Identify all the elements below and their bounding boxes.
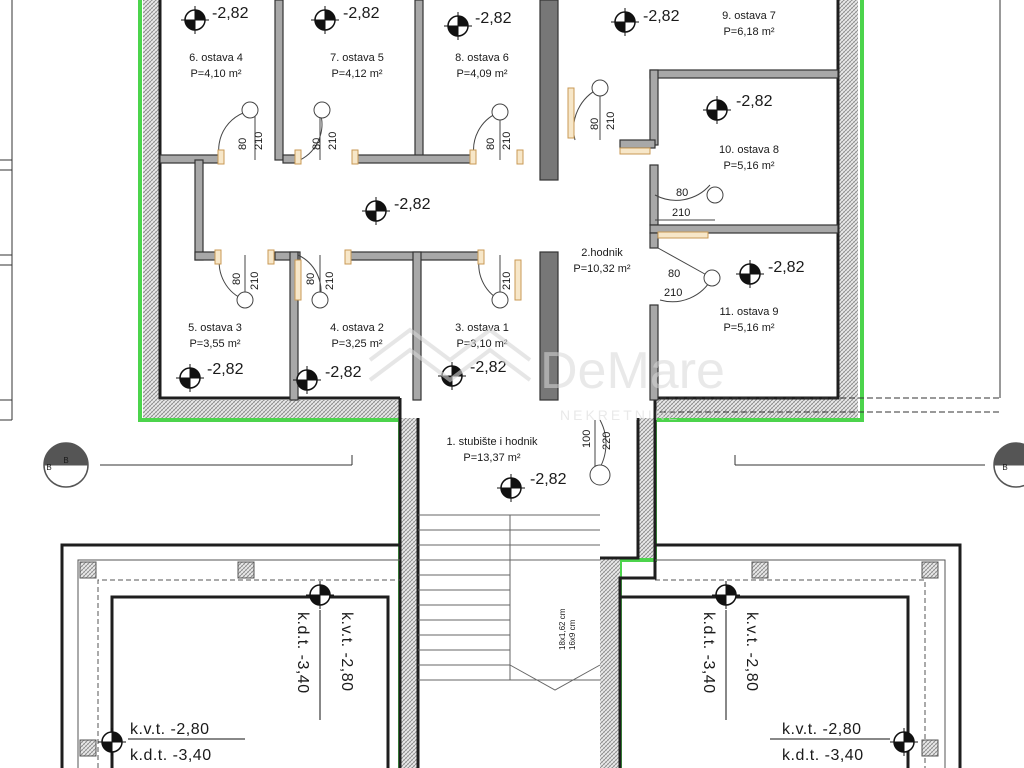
elevation-kdt: k.d.t. -3,40 — [782, 747, 864, 764]
level-marker-icon — [712, 581, 740, 609]
door-width-label: 80 — [668, 268, 680, 280]
door-height-label: 210 — [664, 287, 682, 299]
elevation-kvt: k.v.t. -2,80 — [743, 612, 760, 692]
level-marker-icon — [611, 8, 639, 36]
door-height-label: 210 — [324, 272, 336, 290]
level-markers — [176, 6, 764, 502]
door-height-label: 210 — [501, 272, 513, 290]
room-area: P=5,16 m² — [723, 322, 774, 334]
level-marker-icon — [703, 96, 731, 124]
room-name: 4. ostava 2 — [330, 322, 384, 334]
level-marker-icon — [362, 197, 390, 225]
room-name: 11. ostava 9 — [719, 306, 778, 318]
level-marker-icon — [306, 581, 334, 609]
watermark-subtitle: NEKRETNINE — [560, 407, 680, 423]
staircase — [418, 514, 601, 691]
room-name: 1. stubište i hodnik — [446, 436, 538, 448]
room-area: P=4,09 m² — [456, 68, 507, 80]
level-marker-icon — [176, 364, 204, 392]
room-area: P=4,12 m² — [331, 68, 382, 80]
level-marker-icon — [98, 728, 126, 756]
room-area: P=4,10 m² — [190, 68, 241, 80]
level-value: -2,82 — [325, 364, 362, 381]
door-width-label: 80 — [589, 118, 601, 130]
room-area: P=3,25 m² — [331, 338, 382, 350]
section-marker-label: B — [1002, 463, 1007, 472]
watermark-logo-icon — [368, 327, 532, 383]
room-area: P=5,16 m² — [723, 160, 774, 172]
elevation-kdt: k.d.t. -3,40 — [700, 612, 717, 694]
level-value: -2,82 — [212, 5, 249, 22]
stair-spec: 16x9 cm — [568, 619, 577, 650]
room-name: 9. ostava 7 — [722, 10, 776, 22]
level-value: -2,82 — [470, 359, 507, 376]
room-name: 6. ostava 4 — [189, 52, 243, 64]
elevation-markers — [98, 581, 918, 756]
door-height-label: 210 — [327, 132, 339, 150]
door-hinge-circles — [236, 79, 724, 486]
elevation-kdt: k.d.t. -3,40 — [294, 612, 311, 694]
room-area: P=6,18 m² — [723, 26, 774, 38]
section-marker-left — [43, 442, 89, 488]
elevation-kdt: k.d.t. -3,40 — [130, 747, 212, 764]
room-name: 10. ostava 8 — [719, 144, 779, 156]
interior-walls — [159, 0, 839, 401]
section-lines — [0, 0, 1001, 466]
level-marker-icon — [736, 260, 764, 288]
level-value: -2,82 — [207, 361, 244, 378]
room-name: 8. ostava 6 — [455, 52, 509, 64]
level-values: -2,82 -2,82 -2,82 -2,82 -2,82 -2,82 -2,8… — [207, 5, 805, 488]
door-height-label: 220 — [601, 432, 613, 450]
room-labels: 6. ostava 4 P=4,10 m² 7. ostava 5 P=4,12… — [188, 10, 779, 464]
stair-spec: 18x1,62 cm — [558, 608, 567, 650]
door-width-label: 80 — [485, 138, 497, 150]
room-name: 5. ostava 3 — [188, 322, 242, 334]
door-height-label: 210 — [249, 272, 261, 290]
room-area: P=3,55 m² — [189, 338, 240, 350]
section-marker-label: B — [63, 456, 68, 465]
section-marker-label: B — [46, 463, 51, 472]
watermark-brand: DeMare — [540, 342, 725, 400]
level-marker-icon — [293, 366, 321, 394]
door-width-label: 80 — [231, 273, 243, 285]
door-width-label: 100 — [581, 430, 593, 448]
section-marker-right — [993, 442, 1024, 488]
elevation-kvt: k.v.t. -2,80 — [338, 612, 355, 692]
door-width-label: 80 — [237, 138, 249, 150]
door-dimensions: 80 210 80 210 80 210 80 210 80 210 210 8… — [231, 112, 690, 450]
door-width-label: 80 — [676, 187, 688, 199]
room-area: P=10,32 m² — [573, 263, 631, 275]
level-marker-icon — [890, 728, 918, 756]
level-value: -2,82 — [343, 5, 380, 22]
elevation-kvt: k.v.t. -2,80 — [130, 721, 210, 738]
level-value: -2,82 — [530, 471, 567, 488]
door-width-label: 80 — [311, 138, 323, 150]
exterior-walls — [143, 0, 858, 768]
room-area: P=13,37 m² — [463, 452, 521, 464]
room-name: 3. ostava 1 — [455, 322, 509, 334]
level-value: -2,82 — [394, 196, 431, 213]
door-frames — [214, 87, 709, 301]
level-marker-icon — [181, 6, 209, 34]
level-value: -2,82 — [475, 10, 512, 27]
room-name: 2.hodnik — [581, 247, 623, 259]
door-height-label: 210 — [672, 207, 690, 219]
door-height-label: 210 — [253, 132, 265, 150]
level-marker-icon — [311, 6, 339, 34]
bottom-left-unit — [60, 543, 400, 768]
level-value: -2,82 — [643, 8, 680, 25]
door-width-label: 80 — [305, 273, 317, 285]
door-height-label: 210 — [501, 132, 513, 150]
level-value: -2,82 — [768, 259, 805, 276]
level-marker-icon — [497, 474, 525, 502]
elevation-kvt: k.v.t. -2,80 — [782, 721, 862, 738]
door-height-label: 210 — [605, 112, 617, 130]
bottom-right-unit — [618, 543, 962, 768]
level-marker-icon — [444, 12, 472, 40]
level-value: -2,82 — [736, 93, 773, 110]
room-name: 7. ostava 5 — [330, 52, 384, 64]
